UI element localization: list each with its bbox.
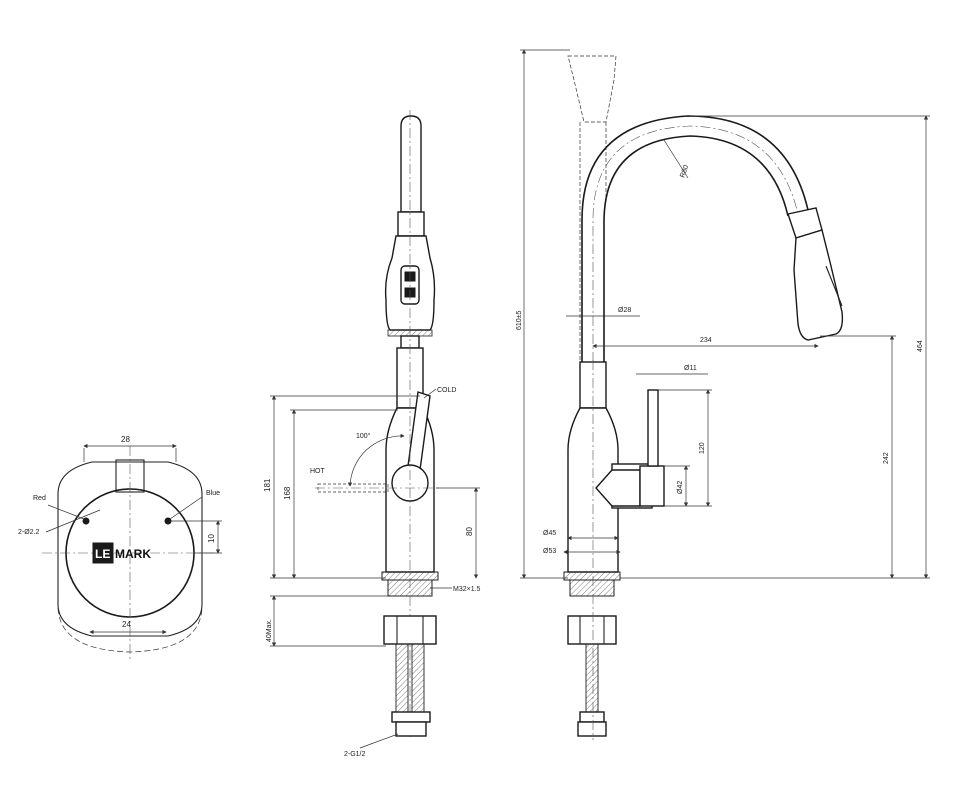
label-blue: Blue — [206, 490, 220, 497]
dim-d45: Ø45 — [543, 530, 556, 537]
leader — [423, 388, 437, 399]
dim-234: 234 — [700, 337, 712, 344]
dim-181: 181 — [263, 478, 272, 492]
front-base-ring — [381, 571, 439, 581]
front-nut — [383, 615, 437, 645]
logo-mark: MARK — [115, 547, 151, 561]
hose-left — [395, 643, 409, 713]
logo-box — [92, 542, 114, 564]
side-handle-cap — [639, 465, 665, 507]
side-hose-nut — [577, 721, 607, 737]
side-nut — [567, 615, 617, 645]
angle-arc — [348, 433, 405, 487]
dim-80: 80 — [465, 527, 474, 536]
hose-right — [411, 643, 425, 713]
dim-r80: R80 — [679, 164, 690, 179]
dim-d42: Ø42 — [677, 481, 684, 494]
dim-10: 10 — [207, 534, 216, 543]
hose-nut — [395, 721, 427, 737]
leader — [359, 733, 399, 749]
ghost-hose — [579, 122, 607, 360]
gooseneck-centerline — [592, 125, 799, 362]
label-cold: COLD — [437, 387, 456, 394]
dim-d53: Ø53 — [543, 548, 556, 555]
side-view: 610±5 R80 Ø28 234 Ø11 120 Ø42 Ø45 Ø53 24… — [516, 49, 930, 740]
dim-120: 120 — [699, 442, 706, 454]
front-view: 100° COLD HOT 2-G1/2 181 168 80 M32×1.5 — [263, 110, 481, 758]
leader — [47, 504, 85, 520]
side-hose-fitting — [579, 711, 605, 723]
dim-28: 28 — [121, 435, 130, 444]
label-hot: HOT — [310, 468, 326, 475]
dim-d28: Ø28 — [618, 307, 631, 314]
thread-m32: M32×1.5 — [453, 586, 481, 593]
side-base-thread — [569, 579, 615, 597]
side-base-ring — [563, 571, 621, 581]
dim-d11: Ø11 — [684, 365, 697, 372]
side-spray-detail — [825, 265, 843, 307]
dim-242: 242 — [883, 452, 890, 464]
hose-fitting — [391, 711, 431, 723]
leader — [45, 509, 101, 533]
dim-464: 464 — [917, 340, 924, 352]
front-collar — [397, 211, 425, 237]
front-spout-tube — [400, 115, 422, 213]
label-red: Red — [33, 495, 46, 502]
base-plate-view: LE MARK 28 24 10 Red Blue 2-Ø2.2 — [18, 435, 222, 660]
dim-24: 24 — [122, 620, 131, 629]
dim-40max: 40Max. — [266, 619, 273, 642]
hole-red-icon — [82, 517, 90, 525]
front-base-thread — [387, 579, 433, 597]
angle-100: 100° — [356, 432, 371, 440]
side-hose — [585, 643, 599, 713]
dim-168: 168 — [283, 486, 292, 500]
hole-spec: 2-Ø2.2 — [18, 529, 40, 536]
ghost-spray-head — [567, 55, 617, 123]
plate-outline — [57, 461, 203, 637]
side-spray-head — [793, 229, 844, 341]
leader — [169, 496, 203, 520]
logo-le: LE — [95, 547, 110, 561]
hose-thread: 2-G1/2 — [344, 751, 366, 758]
gooseneck-outer — [581, 115, 809, 362]
leader — [663, 139, 689, 179]
dim-610: 610±5 — [516, 310, 523, 330]
side-handle-lever — [647, 389, 659, 467]
gooseneck-inner — [603, 135, 789, 362]
